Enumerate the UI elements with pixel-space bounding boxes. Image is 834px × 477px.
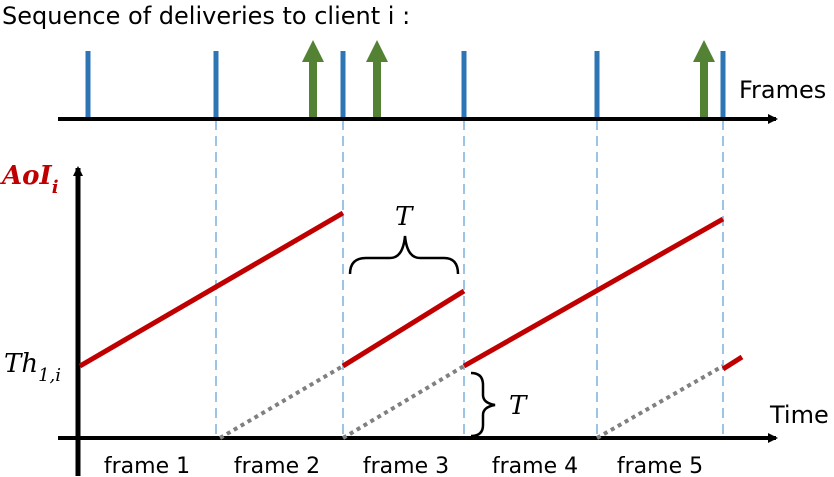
- delivery-arrow: [366, 40, 388, 117]
- frame-label: frame 4: [492, 454, 578, 477]
- aoi-curve: [78, 210, 744, 372]
- aoi-segment: [721, 354, 744, 372]
- period-brace-top: [348, 235, 460, 275]
- delivery-arrow: [302, 40, 324, 117]
- threshold-label: Th1,i: [4, 349, 61, 386]
- delivery-arrows: [302, 40, 715, 117]
- period-label-side: T: [509, 391, 528, 421]
- aoi-segment: [341, 288, 466, 369]
- dotted-baselines: [218, 364, 724, 440]
- frame-label: frame 1: [104, 454, 190, 477]
- time-axis-label: Time: [769, 401, 829, 429]
- dotted-baseline: [218, 364, 345, 440]
- frame-label: frame 3: [363, 454, 449, 477]
- frame-ticks: [85, 51, 726, 117]
- period-brace-side: [470, 371, 496, 438]
- diagram-title: Sequence of deliveries to client i :: [2, 2, 410, 30]
- dotted-baseline: [341, 364, 466, 440]
- frames-axis-label: Frames: [739, 76, 826, 104]
- aoi-axis-label: AoIi: [0, 161, 59, 198]
- frame-label: frame 2: [234, 454, 320, 477]
- period-label-top: T: [395, 202, 414, 232]
- dotted-baseline: [596, 364, 724, 440]
- aoi-segment: [78, 210, 345, 369]
- frame-boundary-guides: [215, 120, 724, 438]
- aoi-segment: [462, 216, 725, 369]
- frame-labels: frame 1 frame 2 frame 3 frame 4 frame 5: [104, 454, 703, 477]
- frame-label: frame 5: [617, 454, 703, 477]
- delivery-arrow: [693, 40, 715, 117]
